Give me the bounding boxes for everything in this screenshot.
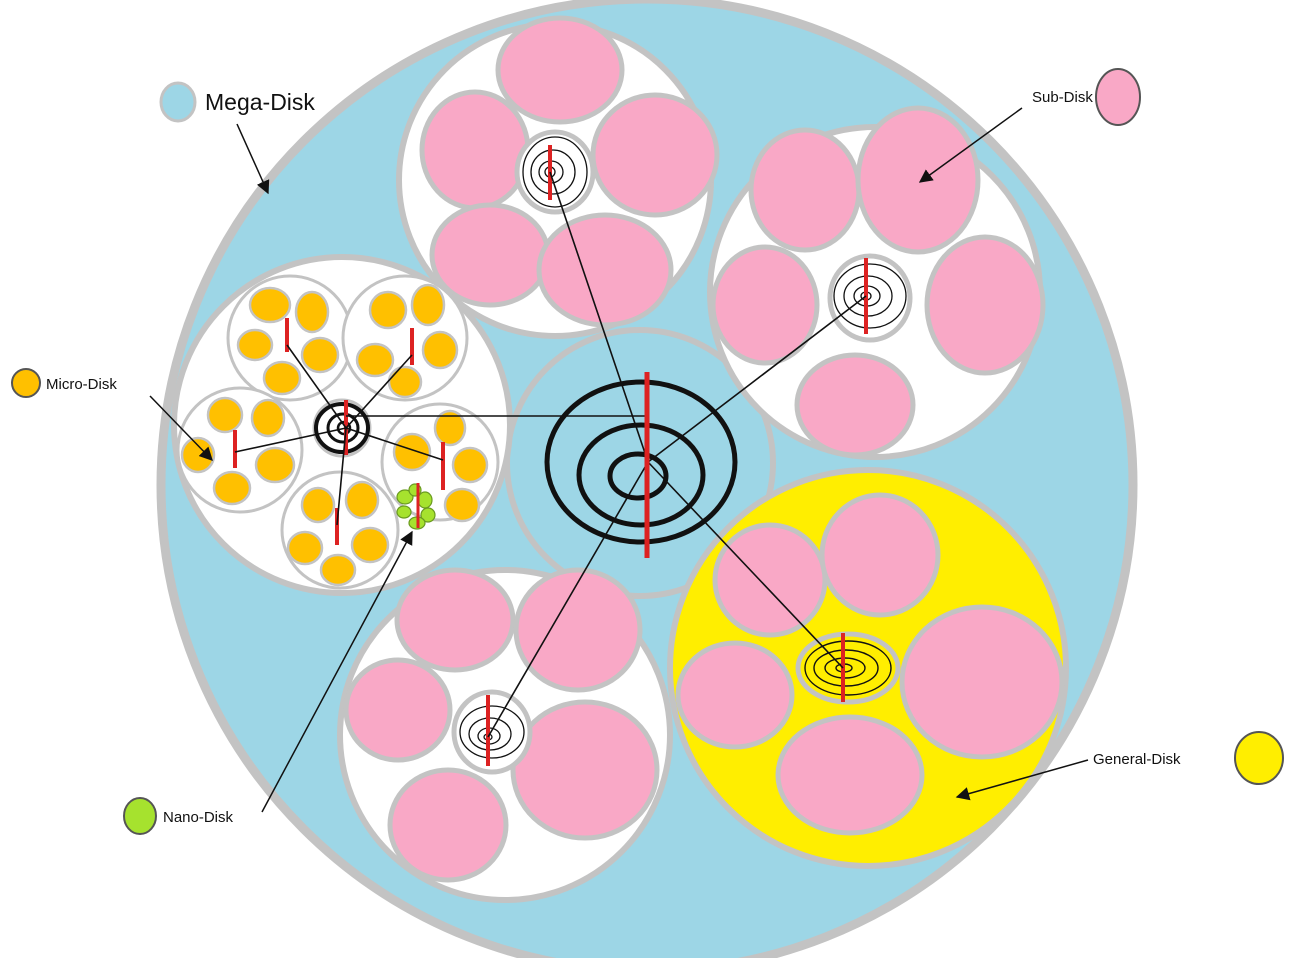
micro-disk [212, 470, 252, 506]
micro-disk [250, 398, 286, 438]
pointer-arrows [149, 107, 1089, 813]
micro-disk [451, 446, 489, 484]
sub-disk-group-top [396, 15, 720, 339]
sub-disk-label: Sub-Disk [1032, 89, 1093, 106]
sub-disk [513, 567, 643, 693]
micro-disk [355, 342, 395, 378]
nano-disk-swatch [123, 797, 157, 835]
mega-disk-arrow [236, 123, 270, 195]
micro-disk [286, 530, 324, 566]
micro-disk [254, 446, 296, 484]
micro-disk [368, 290, 408, 330]
nano-disk-arrow [261, 530, 413, 813]
micro-disk [262, 360, 302, 396]
sub-disk [855, 105, 981, 255]
sub-disk-group-right [707, 105, 1046, 460]
sub-disk [387, 767, 509, 883]
connection-lines [234, 171, 867, 738]
mega-disk-rings [544, 379, 738, 545]
micro-disk-swatch [11, 368, 41, 398]
general-disk-label: General-Disk [1093, 751, 1181, 768]
micro-disk [300, 336, 340, 374]
nano-disk [396, 483, 436, 530]
micro-disk [300, 486, 336, 524]
sub-disk [343, 657, 453, 763]
micro-disk [319, 553, 357, 587]
micro-disk [344, 480, 380, 520]
sub-disk [495, 15, 625, 125]
sub-disk [710, 244, 820, 366]
micro-disk [443, 487, 481, 523]
micro-disk [387, 365, 423, 399]
sub-disk [590, 92, 720, 218]
sub-disk [419, 89, 531, 211]
sub-disk [794, 352, 916, 458]
sub-disk [675, 640, 795, 750]
sub-disk [712, 522, 828, 638]
micro-disk [350, 526, 390, 564]
micro-disk-label: Micro-Disk [46, 376, 117, 393]
sub-disk [536, 212, 674, 328]
sub-disk [748, 127, 862, 253]
micro-disk [236, 328, 274, 362]
micro-disk [180, 436, 216, 474]
nano-disk-label: Nano-Disk [163, 809, 234, 826]
sub-disk [775, 714, 925, 836]
micro-disk [433, 409, 467, 447]
mega-disk-swatch [159, 81, 197, 123]
sub-disk [510, 699, 660, 841]
sub-disk [819, 492, 941, 618]
sub-disk-arrow [918, 107, 1023, 183]
micro-disk [421, 330, 459, 370]
sub-disk [394, 567, 516, 673]
mega-disk-label: Mega-Disk [205, 89, 315, 115]
sub-disk-swatch [1095, 68, 1141, 126]
micro-disk-group [171, 254, 513, 596]
micro-disk [294, 290, 330, 334]
micro-rotation-axes [233, 318, 445, 545]
general-disk-group [667, 467, 1069, 869]
micro-disk [206, 396, 244, 434]
micro-disk [392, 432, 432, 472]
sub-disk-group-bottom [337, 567, 673, 903]
sub-disk [899, 604, 1065, 760]
sub-disk [429, 202, 551, 308]
general-disk-swatch [1234, 731, 1284, 785]
general-disk-arrow [955, 759, 1089, 801]
micro-disk [248, 286, 292, 324]
micro-disk-arrow [149, 395, 213, 461]
sub-disk [924, 234, 1046, 376]
micro-disk [410, 283, 446, 327]
